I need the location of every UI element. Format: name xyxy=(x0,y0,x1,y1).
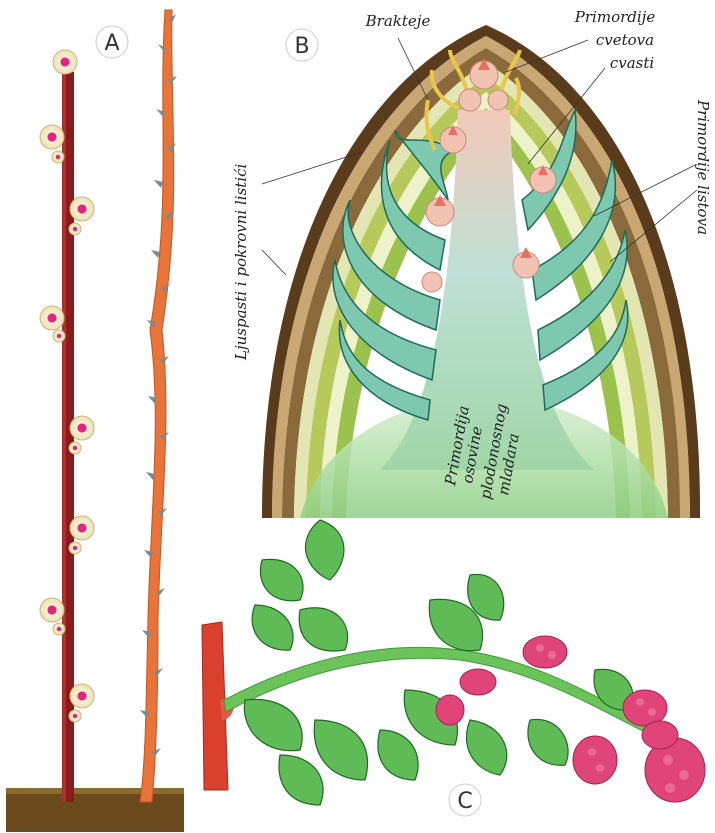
panel-c-letter: C xyxy=(457,789,472,814)
panel-a-letter: A xyxy=(104,31,119,56)
panel-b-letter: B xyxy=(294,34,309,59)
bud xyxy=(40,125,64,149)
leaflet xyxy=(467,720,507,775)
leaflet xyxy=(306,520,344,580)
label-primordije-cvetova-1: Primordije xyxy=(574,8,656,26)
flower-primordium xyxy=(422,272,442,292)
fruit xyxy=(523,636,567,668)
leaflet xyxy=(378,730,418,780)
bud xyxy=(53,330,65,342)
bud xyxy=(69,542,81,554)
soil-surface xyxy=(6,788,184,794)
bud xyxy=(70,684,94,708)
flower-primordium xyxy=(488,90,508,110)
leaflet xyxy=(252,605,293,650)
current-year-cane xyxy=(140,10,174,802)
panel-c: C xyxy=(202,520,705,816)
bud xyxy=(69,223,81,235)
fruit xyxy=(460,669,496,695)
leaflet xyxy=(528,719,568,765)
panel-a: A xyxy=(6,10,184,832)
bud xyxy=(52,151,64,163)
bud xyxy=(53,623,65,635)
leaflet xyxy=(299,608,347,651)
label-primordije-cvetova-2: cvetova xyxy=(596,31,654,49)
leaflet xyxy=(314,720,367,780)
bud xyxy=(69,710,81,722)
leaflet xyxy=(244,699,302,750)
panel-b: Brakteje Primordije cvetova cvasti Ljusp… xyxy=(232,8,712,518)
leaflet xyxy=(279,755,323,805)
fruit xyxy=(436,695,464,725)
bud xyxy=(70,516,94,540)
bud xyxy=(70,416,94,440)
label-ljuspasti: Ljuspasti i pokrovni listići xyxy=(232,163,250,361)
fruit xyxy=(642,721,678,749)
label-primordije-cvetova-3: cvasti xyxy=(610,54,655,72)
bud xyxy=(40,598,64,622)
leaflet xyxy=(260,559,303,600)
label-brakteje: Brakteje xyxy=(365,12,431,30)
bud xyxy=(53,50,77,74)
label-primordije-listova: Primordije listova xyxy=(694,99,712,235)
soil xyxy=(6,788,184,832)
bud xyxy=(40,306,64,330)
bud xyxy=(70,197,94,221)
fruit xyxy=(573,736,617,784)
flower-primordium xyxy=(459,89,481,111)
bud xyxy=(69,442,81,454)
